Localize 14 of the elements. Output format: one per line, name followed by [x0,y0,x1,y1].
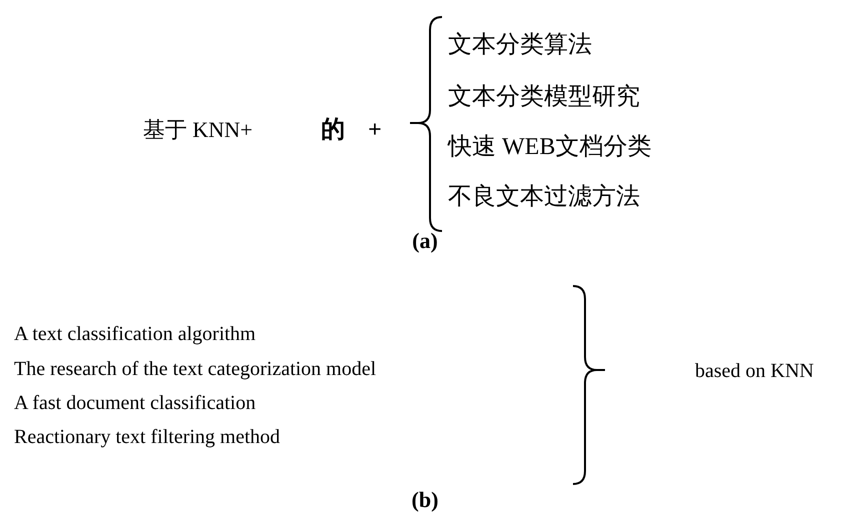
list-item-text: Reactionary text filtering method [14,426,280,448]
list-item-text: 文本分类模型研究 [448,84,640,110]
heading-text: based on KNN [695,360,814,382]
heading-text: 的 [321,116,345,144]
list-item-text: A text classification algorithm [14,323,256,345]
list-item-text: 快速 WEB文档分类 [448,134,652,160]
heading-text: 基于 KNN+ [143,118,253,142]
plus-sign: + [368,116,382,144]
list-item-text: A fast document classification [14,392,256,414]
panel-label: (b) [412,488,438,512]
list-item-text: The research of the text categorization model [14,358,376,380]
list-item-text: 不良文本过滤方法 [448,184,640,210]
panel-label: (a) [412,228,438,254]
list-item-text: 文本分类算法 [448,32,592,58]
